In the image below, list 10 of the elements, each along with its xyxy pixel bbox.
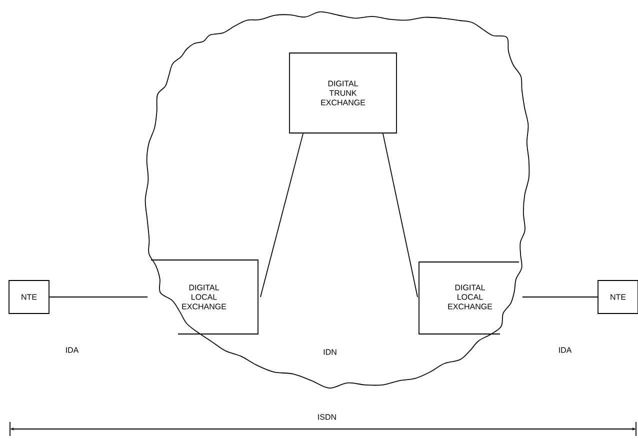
region-label: IDA [559,347,572,353]
connector-line [260,133,304,298]
exchange-box: DIGITAL TRUNK EXCHANGE [289,52,397,134]
connector-line [522,296,598,298]
region-label: IDA [66,347,79,353]
connector-line [382,133,418,298]
terminal-box: NTE [8,280,50,314]
region-label: ISDN [318,414,336,420]
connector-line [49,296,148,298]
terminal-box: NTE [598,280,638,314]
